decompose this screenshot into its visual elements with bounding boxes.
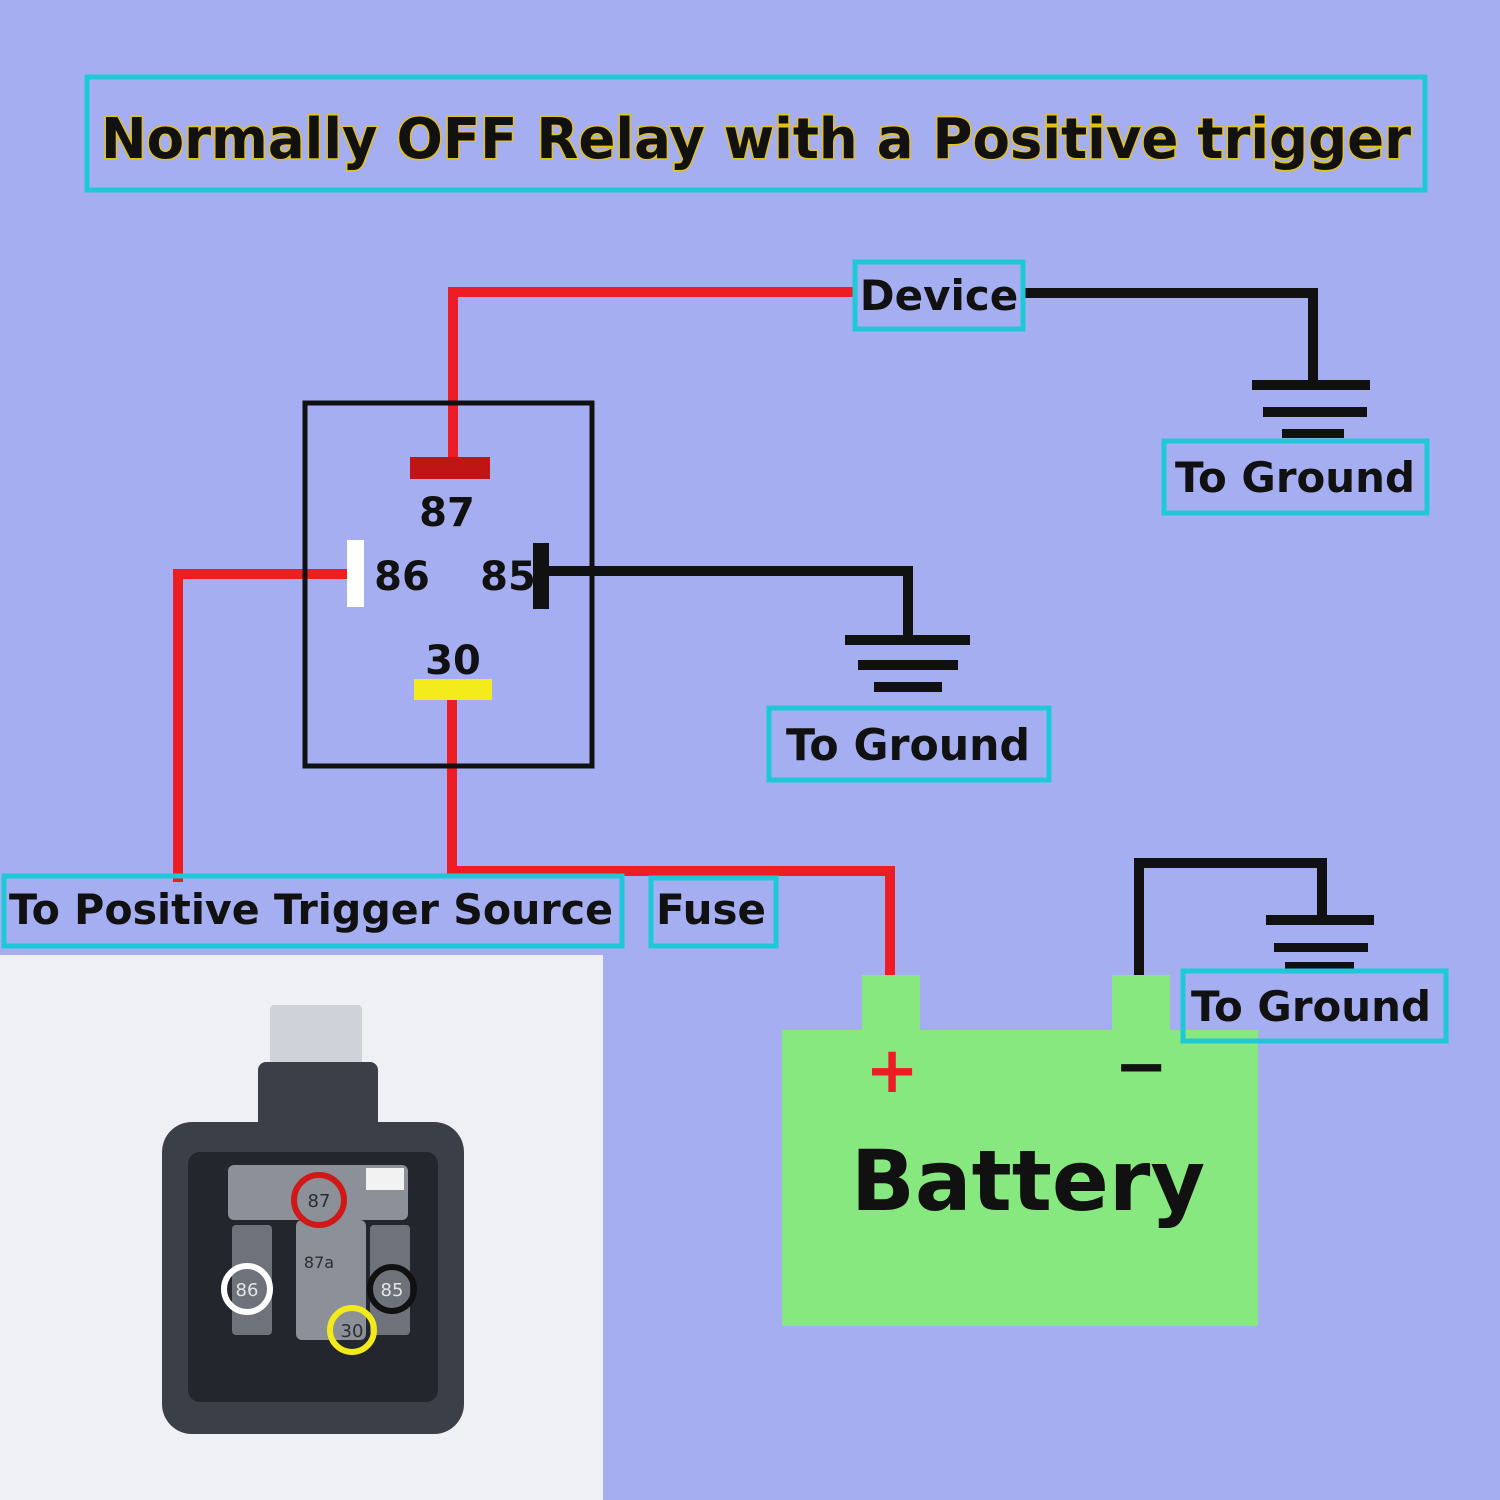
ground-symbol-mid [845,635,970,692]
photo-pin-85-label: 85 [381,1280,404,1301]
battery-negative-post [1112,975,1170,1035]
diagram-title: Normally OFF Relay with a Positive trigg… [101,107,1411,172]
relay-small-window [366,1168,404,1190]
ground-wires [542,288,1327,978]
pin-86-label: 86 [374,554,430,600]
relay-photo-inset: 87 87a 86 85 30 [0,955,603,1500]
ground-top-label-box [1161,438,1430,516]
ground-mid-label-box [766,705,1052,783]
trigger-label-box [1,873,625,949]
photo-pin-86-ring [221,1263,273,1315]
relay-terminal-plate-top [228,1165,408,1220]
pin-85-marker [533,543,549,609]
battery-label: Battery [851,1132,1205,1230]
battery: + − Battery [782,975,1258,1326]
ground-symbol-top [1252,380,1370,438]
trigger-label: To Positive Trigger Source [9,885,613,934]
fuse-label: Fuse [656,885,766,934]
wire-30-to-fuse-battery [447,690,895,977]
ground-battery-label: To Ground [1191,982,1431,1031]
title-box [84,74,1428,193]
photo-pin-87a-label: 87a [304,1253,334,1272]
photo-pin-87-label: 87 [308,1191,331,1212]
ground-symbol-battery [1266,915,1374,970]
battery-positive-sign: + [865,1034,919,1108]
relay-tab [270,1005,362,1065]
pin-30-marker [414,679,492,700]
device-label: Device [860,271,1019,320]
ground-battery-label-box [1180,968,1449,1044]
battery-body [782,1030,1258,1326]
pin-30-label: 30 [425,638,481,684]
wire-battery-to-ground [1134,858,1327,978]
device-label-box [852,259,1026,332]
photo-pin-30-label: 30 [341,1321,364,1342]
battery-positive-post [862,975,920,1035]
ground-mid-label: To Ground [786,720,1030,771]
photo-pin-85-ring [367,1264,417,1314]
battery-negative-sign: − [1114,1030,1168,1104]
photo-pin-87-ring [291,1172,347,1228]
wire-device-to-ground [1024,288,1318,385]
pin-87-label: 87 [419,490,475,536]
ground-top-label: To Ground [1175,453,1415,502]
pin-87-marker [410,457,490,479]
relay-box [302,400,595,769]
fuse-label-box [648,875,779,949]
photo-pin-86-label: 86 [236,1280,259,1301]
photo-pin-30-ring [327,1305,377,1355]
wire-86-to-trigger [173,569,350,882]
wire-85-to-ground [542,566,913,640]
pin-86-marker [347,540,364,607]
pin-85-label: 85 [480,554,536,600]
